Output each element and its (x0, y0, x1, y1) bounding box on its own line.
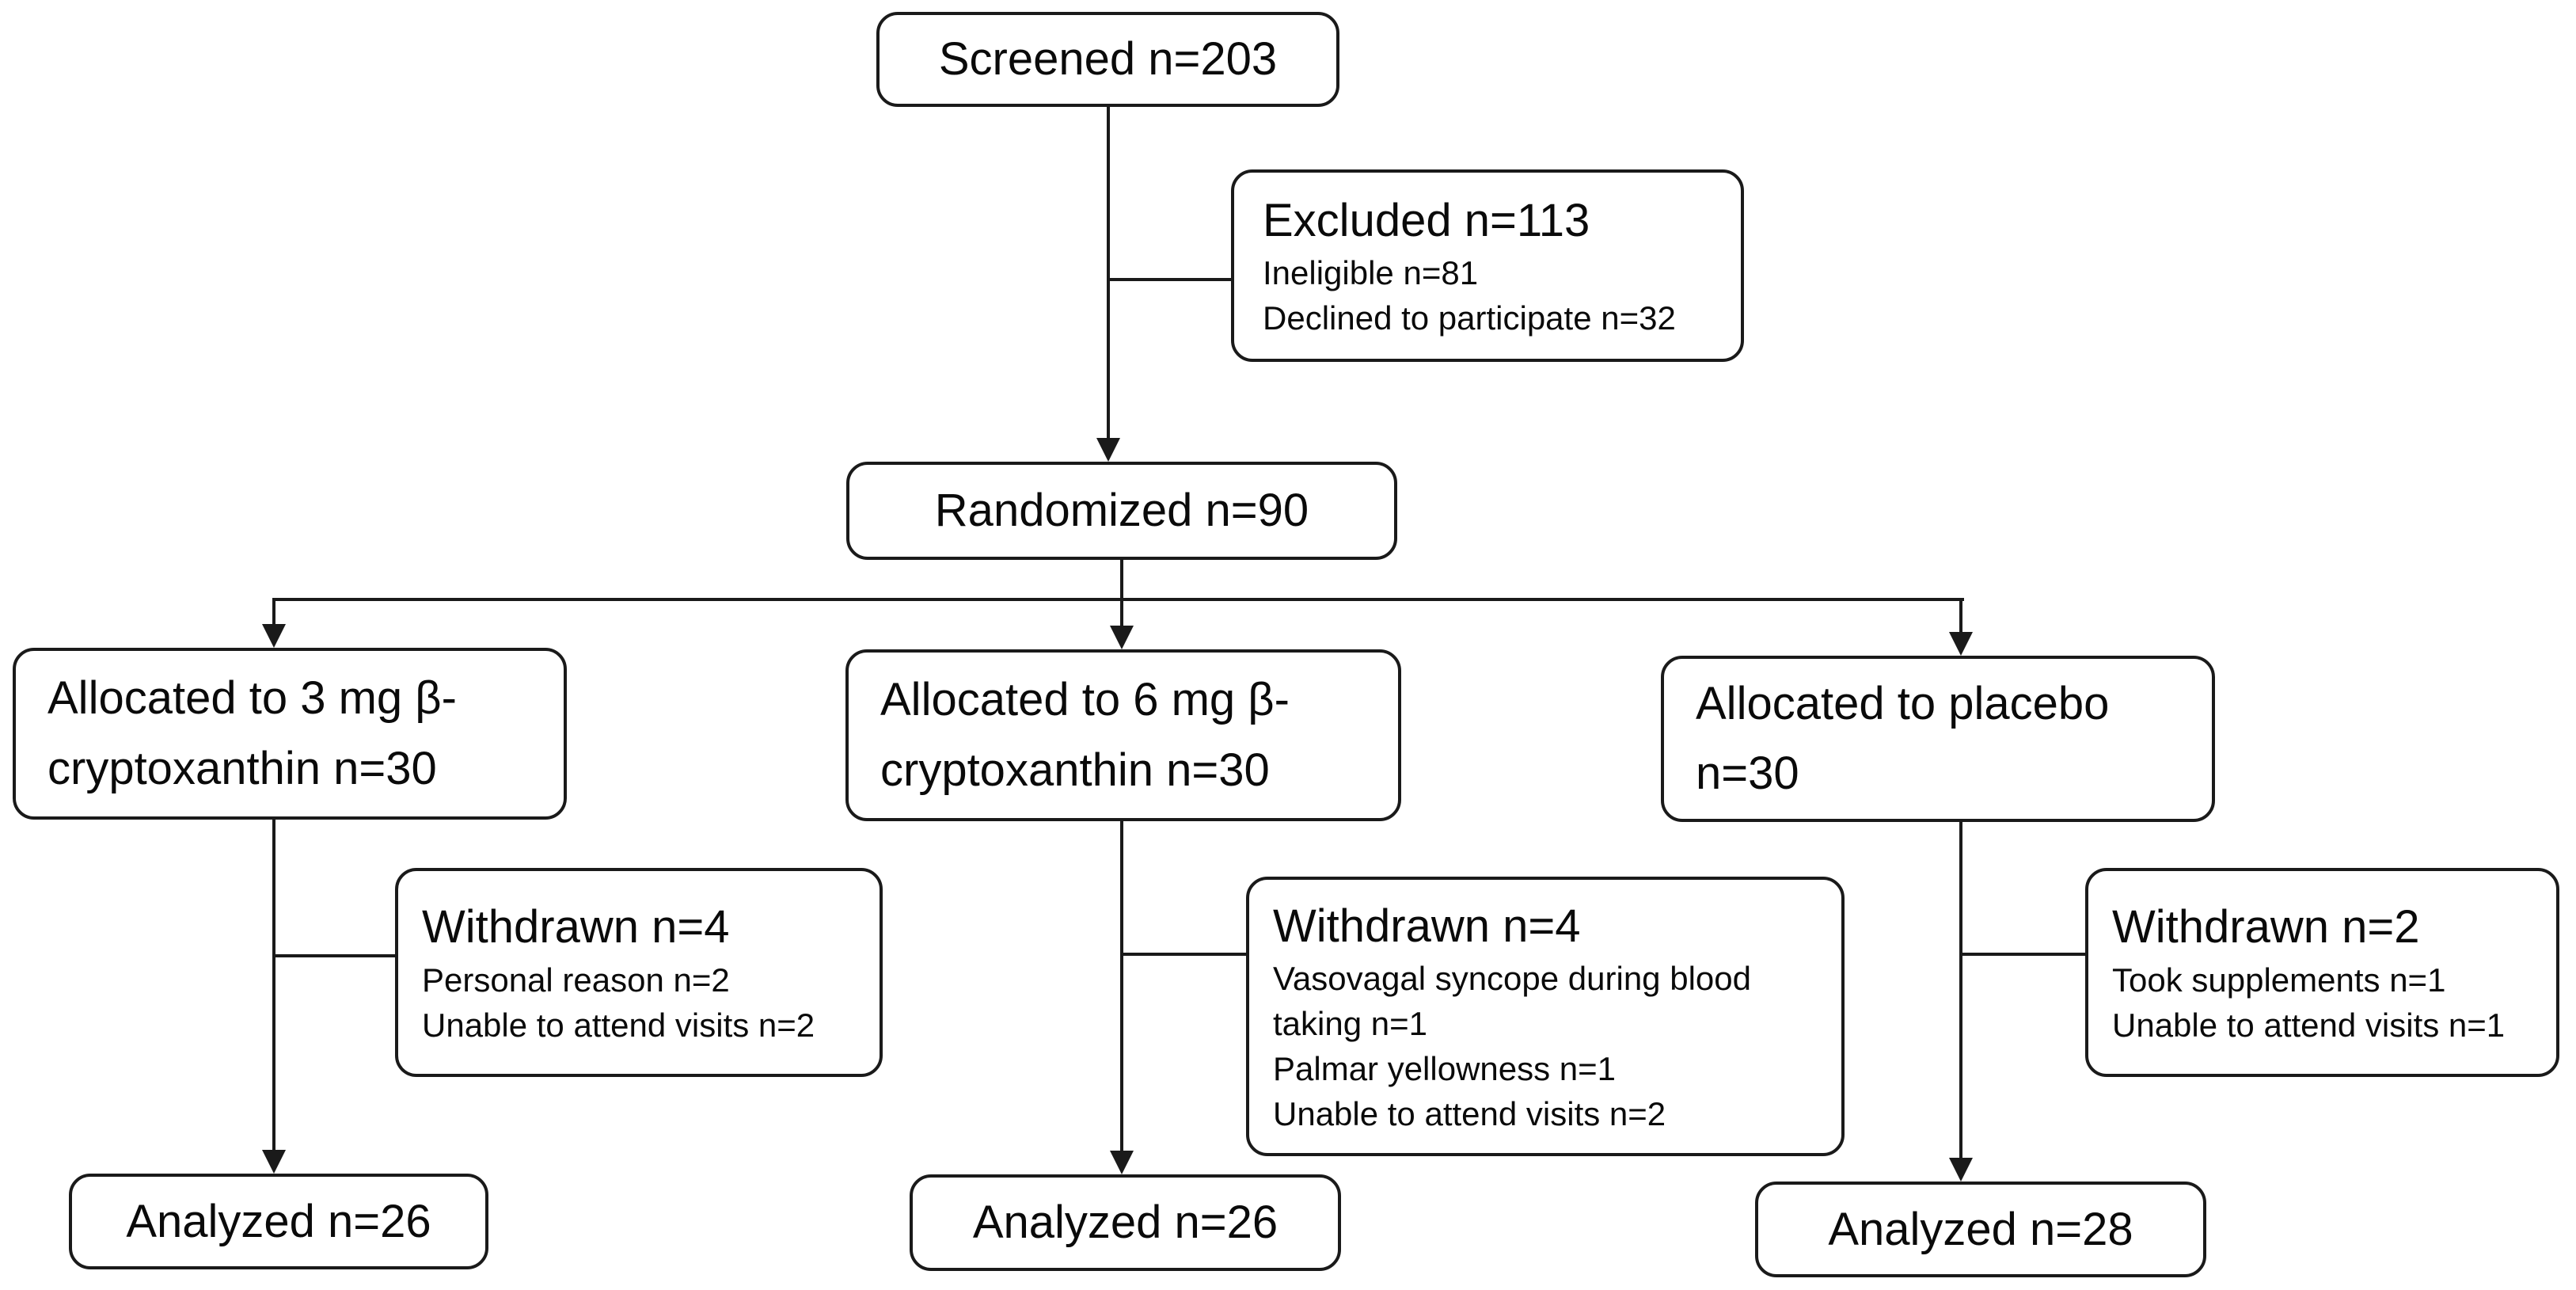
withdrawn-6mg-detail-visits: Unable to attend visits n=2 (1273, 1095, 1666, 1133)
connector-alloc-6mg-to-analyzed (1120, 821, 1123, 1152)
analyzed-3mg-title: Analyzed n=26 (126, 1195, 431, 1247)
analyzed-placebo-box: Analyzed n=28 (1755, 1182, 2206, 1277)
connector-alloc-placebo-to-analyzed (1959, 822, 1962, 1159)
withdrawn-3mg-detail-personal: Personal reason n=2 (422, 961, 730, 999)
excluded-detail-declined: Declined to participate n=32 (1263, 299, 1676, 337)
allocated-placebo-box: Allocated to placebo n=30 (1661, 656, 2215, 822)
excluded-title: Excluded n=113 (1263, 194, 1590, 246)
withdrawn-3mg-detail-visits: Unable to attend visits n=2 (422, 1006, 815, 1044)
excluded-box: Excluded n=113 Ineligible n=81 Declined … (1231, 169, 1744, 362)
withdrawn-placebo-box: Withdrawn n=2 Took supplements n=1 Unabl… (2085, 868, 2559, 1077)
analyzed-3mg-box: Analyzed n=26 (69, 1174, 488, 1269)
analyzed-6mg-title: Analyzed n=26 (972, 1197, 1279, 1249)
allocated-3mg-title: Allocated to 3 mg β-cryptoxanthin n=30 (47, 672, 457, 794)
connector-branch-to-withdrawn-6mg (1120, 953, 1248, 956)
randomized-title: Randomized n=90 (934, 485, 1309, 537)
withdrawn-6mg-detail-syncope: Vasovagal syncope during blood taking n=… (1273, 959, 1751, 1043)
withdrawn-6mg-detail-palmar: Palmar yellowness n=1 (1273, 1050, 1617, 1088)
connector-branch-to-withdrawn-placebo (1959, 953, 2087, 956)
allocated-6mg-box: Allocated to 6 mg β-cryptoxanthin n=30 (845, 649, 1401, 821)
excluded-detail-ineligible: Ineligible n=81 (1263, 254, 1479, 292)
connector-branch-to-withdrawn-3mg (272, 954, 397, 957)
randomized-box: Randomized n=90 (846, 462, 1397, 560)
connector-drop-to-alloc-6mg (1120, 598, 1123, 627)
withdrawn-3mg-title: Withdrawn n=4 (422, 901, 730, 953)
withdrawn-6mg-box: Withdrawn n=4 Vasovagal syncope during b… (1246, 877, 1845, 1156)
connector-branch-to-excluded (1108, 278, 1231, 281)
connector-drop-to-alloc-placebo (1959, 598, 1962, 634)
arrowhead-into-randomized (1096, 438, 1120, 462)
arrowhead-into-alloc-6mg (1110, 626, 1134, 649)
arrowhead-into-analyzed-3mg (262, 1150, 286, 1174)
arrowhead-into-alloc-placebo (1949, 632, 1973, 656)
allocated-placebo-title: Allocated to placebo n=30 (1696, 677, 2110, 799)
arrowhead-into-alloc-3mg (262, 624, 286, 648)
withdrawn-placebo-detail-supplements: Took supplements n=1 (2112, 961, 2446, 999)
allocated-6mg-title: Allocated to 6 mg β-cryptoxanthin n=30 (880, 674, 1290, 796)
screened-box: Screened n=203 (876, 12, 1339, 107)
analyzed-6mg-box: Analyzed n=26 (910, 1174, 1341, 1271)
connector-randomized-stub (1120, 560, 1123, 601)
withdrawn-6mg-title: Withdrawn n=4 (1273, 900, 1581, 952)
arrowhead-into-analyzed-placebo (1949, 1158, 1973, 1182)
screened-title: Screened n=203 (938, 33, 1278, 86)
analyzed-placebo-title: Analyzed n=28 (1828, 1203, 2133, 1255)
connector-screened-to-randomized (1107, 107, 1110, 438)
allocated-3mg-box: Allocated to 3 mg β-cryptoxanthin n=30 (13, 648, 567, 820)
connector-drop-to-alloc-3mg (272, 598, 275, 626)
withdrawn-placebo-title: Withdrawn n=2 (2112, 901, 2420, 953)
arrowhead-into-analyzed-6mg (1110, 1151, 1134, 1174)
withdrawn-placebo-detail-visits: Unable to attend visits n=1 (2112, 1006, 2506, 1044)
withdrawn-3mg-box: Withdrawn n=4 Personal reason n=2 Unable… (395, 868, 883, 1077)
connector-alloc-3mg-to-analyzed (272, 820, 275, 1151)
connector-allocation-span (272, 598, 1964, 601)
